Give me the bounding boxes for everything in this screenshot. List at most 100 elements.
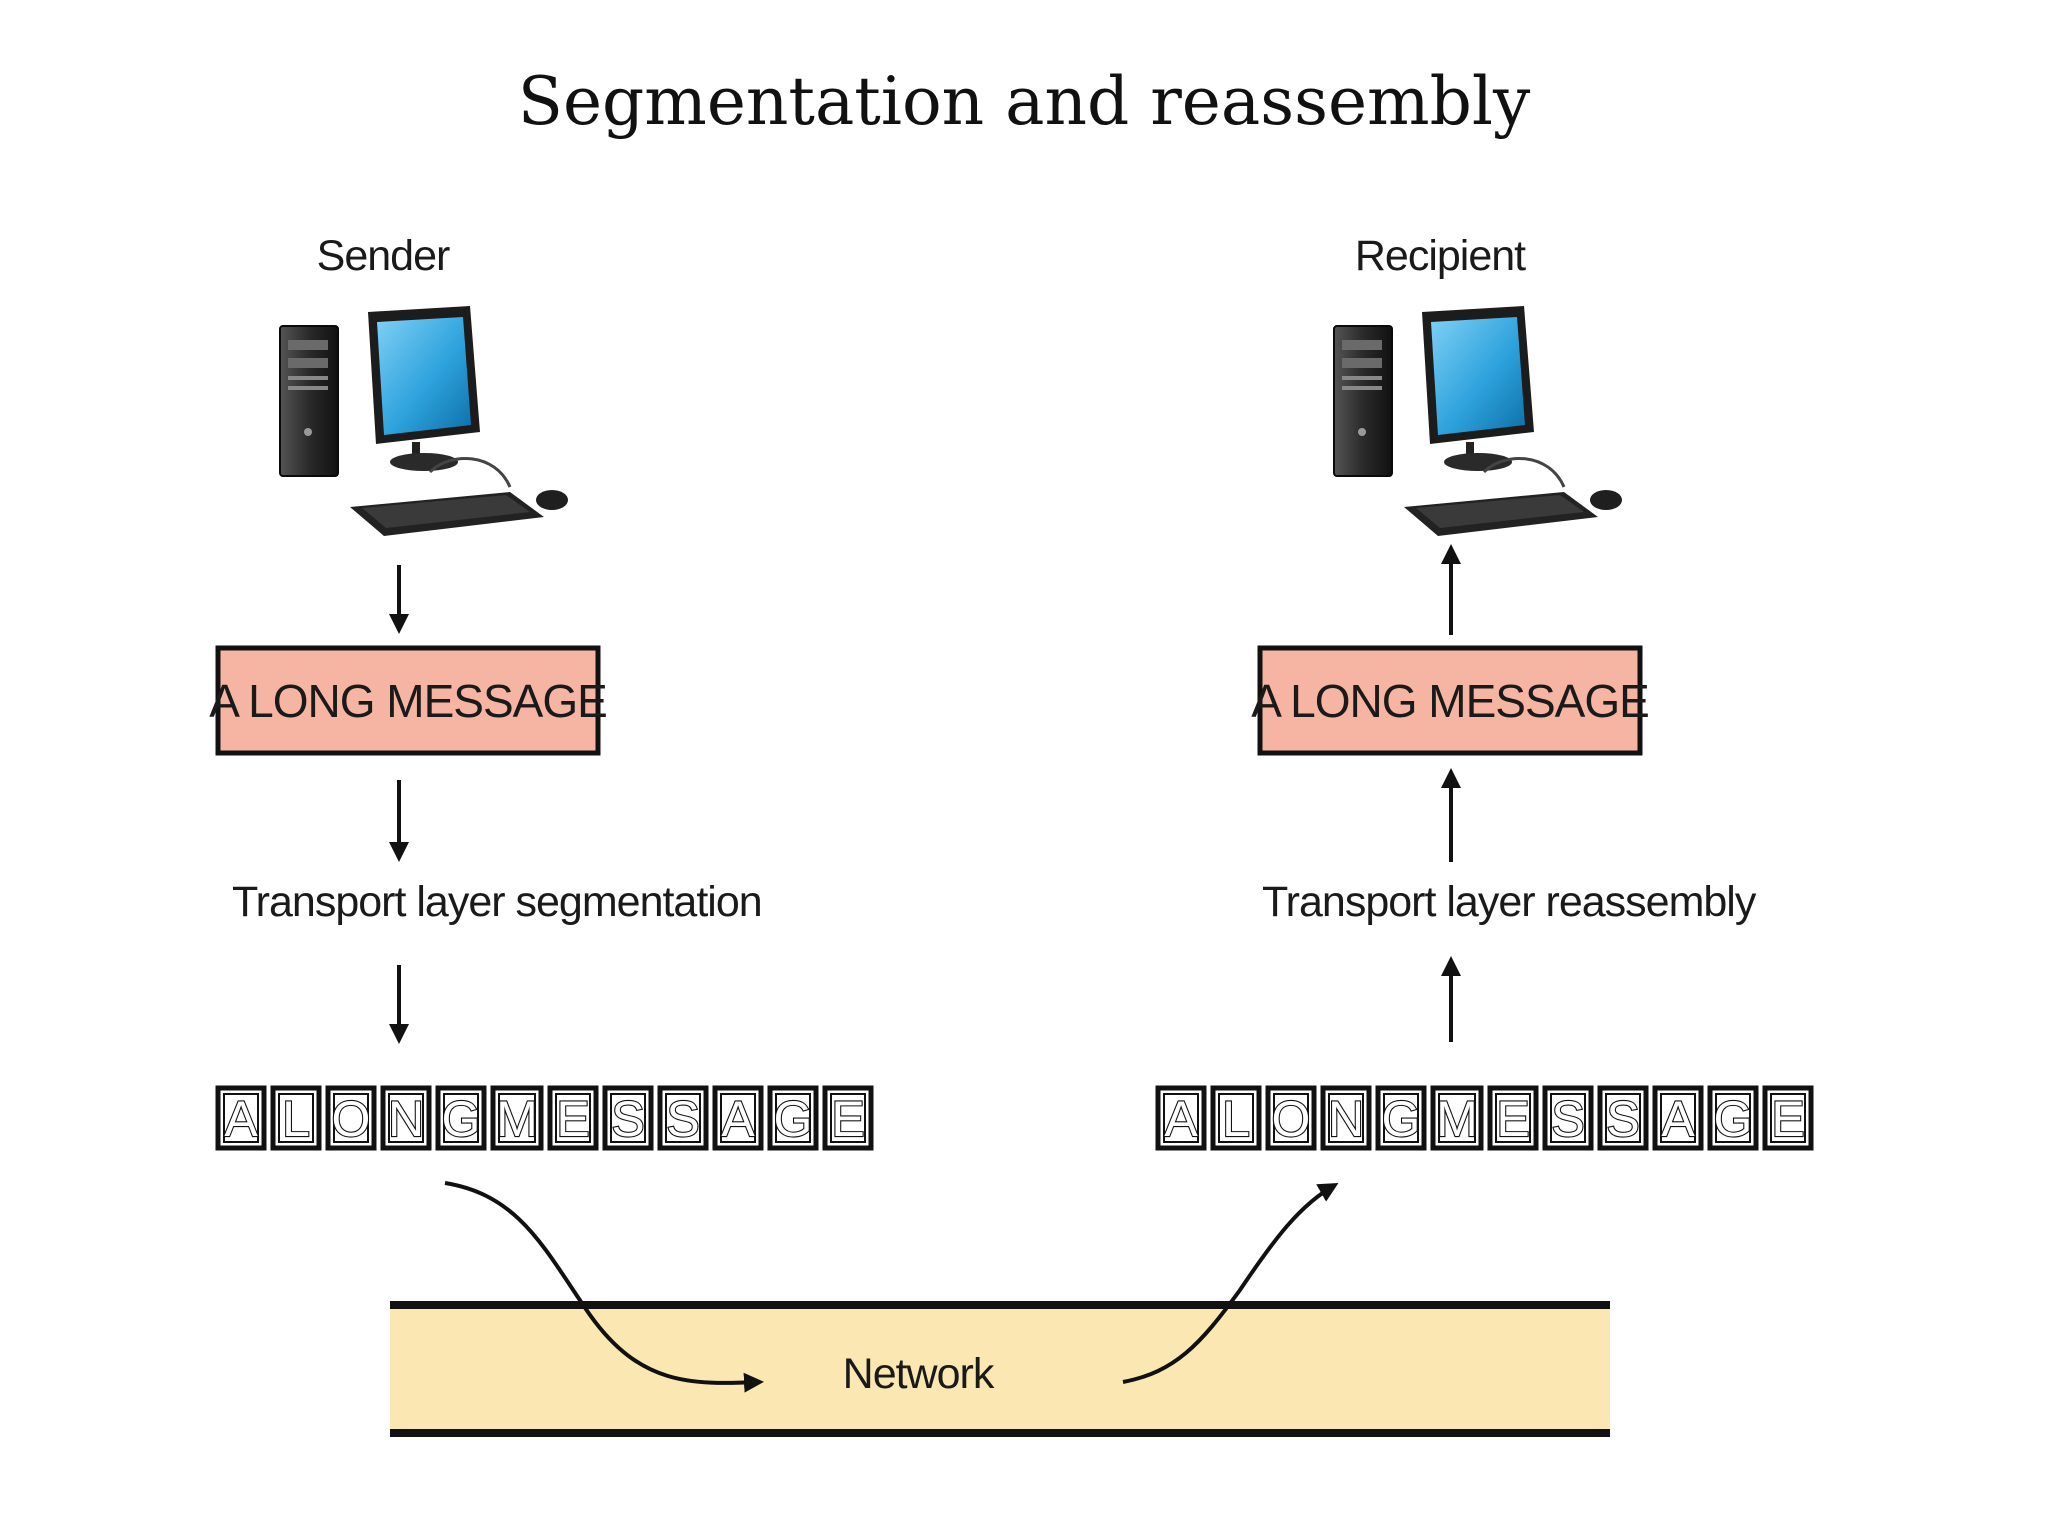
recipient-computer-icon xyxy=(1334,306,1622,536)
sender-segment-letter: S xyxy=(666,1091,699,1147)
recipient-segment-inner-border xyxy=(1328,1093,1364,1143)
recipient-segment-box xyxy=(1210,1085,1262,1151)
network-band xyxy=(390,1305,1610,1433)
sender-process-label: Transport layer segmentation xyxy=(232,878,762,926)
recipient-segment-inner-border xyxy=(1273,1093,1309,1143)
sender-segment-5: G xyxy=(435,1085,487,1151)
recipient-segment-11: G xyxy=(1707,1085,1759,1151)
recipient-segment-letter: E xyxy=(1496,1091,1529,1147)
sender-segment-letter: O xyxy=(332,1091,371,1147)
recipient-segment-3: O xyxy=(1265,1085,1317,1151)
network-label: Network xyxy=(843,1350,995,1398)
sender-segment-inner-border xyxy=(333,1093,369,1143)
sender-segment-inner-border xyxy=(830,1093,866,1143)
recipient-segment-box xyxy=(1597,1085,1649,1151)
recipient-segment-12: E xyxy=(1762,1085,1814,1151)
recipient-segment-inner-border xyxy=(1438,1093,1476,1143)
sender-segment-letter: S xyxy=(611,1091,644,1147)
recipient-message-box xyxy=(1257,645,1643,756)
sender-segment-inner-border xyxy=(665,1093,701,1143)
sender-segment-box xyxy=(435,1085,487,1151)
diagram-title: Segmentation and reassembly xyxy=(518,63,1531,140)
sender-segment-box xyxy=(270,1085,322,1151)
recipient-segment-5: G xyxy=(1375,1085,1427,1151)
sender-segment-6: M xyxy=(490,1085,544,1151)
recipient-segment-box xyxy=(1652,1085,1704,1151)
sender-segment-box xyxy=(215,1085,267,1151)
recipient-segment-box xyxy=(1375,1085,1427,1151)
recipient-segment-inner-border xyxy=(1605,1093,1641,1143)
sender-message-text: A LONG MESSAGE xyxy=(209,675,607,727)
recipient-segment-box xyxy=(1155,1085,1207,1151)
recipient-segment-8: S xyxy=(1542,1085,1594,1151)
sender-segment-letter: G xyxy=(442,1091,481,1147)
sender-segment-4: N xyxy=(380,1085,432,1151)
sender-segment-inner-border xyxy=(610,1093,646,1143)
sender-segment-inner-border xyxy=(555,1093,591,1143)
recipient-segment-4: N xyxy=(1320,1085,1372,1151)
recipient-segment-inner-border xyxy=(1660,1093,1696,1143)
recipient-segment-letter: A xyxy=(1164,1091,1198,1147)
sender-segment-10: A xyxy=(712,1085,764,1151)
sender-segment-3: O xyxy=(325,1085,377,1151)
network-exit-arrow xyxy=(1122,1183,1339,1384)
sender-segment-letter: A xyxy=(224,1091,258,1147)
sender-segment-letter: N xyxy=(388,1091,424,1147)
recipient-segment-6: M xyxy=(1430,1085,1484,1151)
sender-segment-box xyxy=(380,1085,432,1151)
recipient-segment-7: E xyxy=(1487,1085,1539,1151)
sender-segment-letter: M xyxy=(496,1091,538,1147)
sender-segment-box xyxy=(657,1085,709,1151)
recipient-segment-9: S xyxy=(1597,1085,1649,1151)
recipient-segment-box xyxy=(1707,1085,1759,1151)
sender-segment-12: E xyxy=(822,1085,874,1151)
recipient-segment-inner-border xyxy=(1715,1093,1751,1143)
recipient-process-label: Transport layer reassembly xyxy=(1262,878,1757,926)
sender-segment-box xyxy=(325,1085,377,1151)
sender-segment-box xyxy=(602,1085,654,1151)
sender-segment-box xyxy=(712,1085,764,1151)
sender-segment-1: A xyxy=(215,1085,267,1151)
sender-segment-inner-border xyxy=(223,1093,259,1143)
sender-segment-box xyxy=(822,1085,874,1151)
recipient-label: Recipient xyxy=(1355,232,1526,280)
sender-segment-letter: E xyxy=(831,1091,864,1147)
recipient-segment-box xyxy=(1487,1085,1539,1151)
recipient-segment-letter: A xyxy=(1661,1091,1695,1147)
sender-segment-inner-border xyxy=(775,1093,811,1143)
recipient-segment-10: A xyxy=(1652,1085,1704,1151)
sender-segment-letter: L xyxy=(282,1091,310,1147)
sender-segment-inner-border xyxy=(498,1093,536,1143)
recipient-segment-inner-border xyxy=(1163,1093,1199,1143)
recipient-segment-letter: G xyxy=(1382,1091,1421,1147)
sender-segment-letter: G xyxy=(774,1091,813,1147)
recipient-segment-box xyxy=(1265,1085,1317,1151)
sender-segment-7: E xyxy=(547,1085,599,1151)
recipient-message-text: A LONG MESSAGE xyxy=(1251,675,1649,727)
recipient-segment-box xyxy=(1542,1085,1594,1151)
sender-segment-letter: A xyxy=(721,1091,755,1147)
recipient-segment-inner-border xyxy=(1770,1093,1806,1143)
recipient-segment-letter: N xyxy=(1328,1091,1364,1147)
recipient-segment-box xyxy=(1320,1085,1372,1151)
recipient-segment-letter: E xyxy=(1771,1091,1804,1147)
recipient-segment-letter: G xyxy=(1714,1091,1753,1147)
sender-segment-letter: E xyxy=(556,1091,589,1147)
sender-segment-inner-border xyxy=(443,1093,479,1143)
recipient-segment-box xyxy=(1430,1085,1484,1151)
sender-segment-box xyxy=(547,1085,599,1151)
recipient-segment-inner-border xyxy=(1550,1093,1586,1143)
sender-segment-box xyxy=(490,1085,544,1151)
recipient-segment-letter: S xyxy=(1551,1091,1584,1147)
recipient-segment-1: A xyxy=(1155,1085,1207,1151)
recipient-segment-box xyxy=(1762,1085,1814,1151)
sender-segment-inner-border xyxy=(278,1093,314,1143)
recipient-segment-letter: M xyxy=(1436,1091,1478,1147)
sender-computer-icon xyxy=(280,306,568,536)
recipient-segment-letter: L xyxy=(1222,1091,1250,1147)
sender-segment-inner-border xyxy=(720,1093,756,1143)
